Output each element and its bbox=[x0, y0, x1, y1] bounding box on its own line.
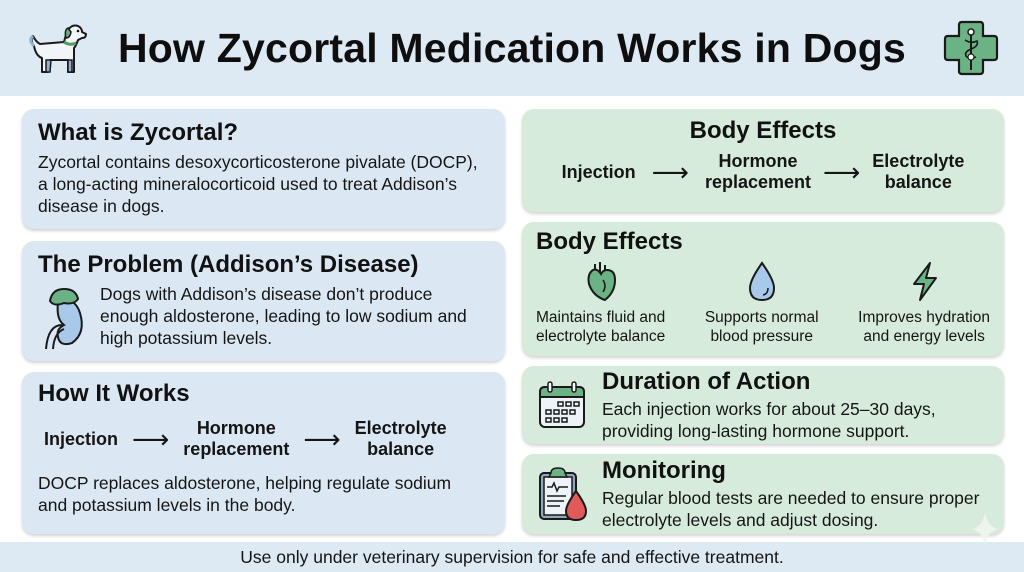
what-is-title: What is Zycortal? bbox=[38, 119, 239, 146]
monitoring-card: Monitoring Regular blood tests are neede… bbox=[522, 454, 1004, 534]
calendar-icon bbox=[539, 381, 585, 428]
flow-step-injection: Injection bbox=[44, 428, 119, 449]
duration-title: Duration of Action bbox=[602, 368, 811, 395]
footer-text: Use only under veterinary supervision fo… bbox=[240, 546, 784, 567]
duration-body: Each injection works for about 25–30 day… bbox=[602, 399, 936, 441]
header-banner: How Zycortal Medication Works in Dogs bbox=[0, 0, 1024, 96]
what-is-zycortal-card: What is Zycortal? Zycortal contains deso… bbox=[22, 109, 505, 229]
effect-item-blood-pressure: Supports normal blood pressure bbox=[705, 260, 819, 346]
problem-title: The Problem (Addison’s Disease) bbox=[38, 251, 419, 278]
problem-card: The Problem (Addison’s Disease) Dogs wit… bbox=[22, 241, 505, 361]
arrow-icon: ⟶ bbox=[303, 424, 341, 454]
how-it-works-title: How It Works bbox=[38, 380, 190, 407]
clipboard-blood-test-icon bbox=[539, 467, 588, 522]
monitoring-title: Monitoring bbox=[602, 457, 726, 484]
sparkle-icon bbox=[972, 512, 998, 546]
arrow-icon: ⟶ bbox=[823, 157, 861, 187]
how-it-works-body: DOCP replaces aldosterone, helping regul… bbox=[38, 473, 452, 515]
kidney-adrenal-icon bbox=[45, 287, 83, 350]
problem-body: Dogs with Addison’s disease don’t produc… bbox=[100, 284, 467, 348]
flow-step-injection: Injection bbox=[561, 161, 636, 182]
heart-icon bbox=[587, 262, 616, 302]
lightning-bolt-icon bbox=[913, 262, 938, 301]
body-effects-card: Body Effects Maintains fluid and electro… bbox=[522, 222, 1004, 356]
body-effects-flow-title: Body Effects bbox=[689, 117, 837, 144]
body-effects-title: Body Effects bbox=[536, 228, 683, 255]
monitoring-body: Regular blood tests are needed to ensure… bbox=[602, 488, 980, 530]
effect-item-hydration: Improves hydration and energy levels bbox=[858, 260, 990, 346]
arrow-icon: ⟶ bbox=[132, 424, 170, 454]
page-title: How Zycortal Medication Works in Dogs bbox=[117, 24, 907, 71]
arrow-icon: ⟶ bbox=[651, 157, 689, 187]
footer-banner: Use only under veterinary supervision fo… bbox=[0, 542, 1024, 572]
duration-card: Duration of Action Each injection works … bbox=[522, 366, 1004, 444]
effect-item-fluid: Maintains fluid and electrolyte balance bbox=[536, 260, 665, 346]
medical-cross-caduceus-icon bbox=[943, 20, 999, 76]
water-drop-icon bbox=[748, 261, 775, 302]
body-effects-list: Maintains fluid and electrolyte balance … bbox=[536, 260, 990, 346]
what-is-body: Zycortal contains desoxycorticosterone p… bbox=[38, 152, 478, 216]
dog-icon bbox=[29, 24, 87, 73]
